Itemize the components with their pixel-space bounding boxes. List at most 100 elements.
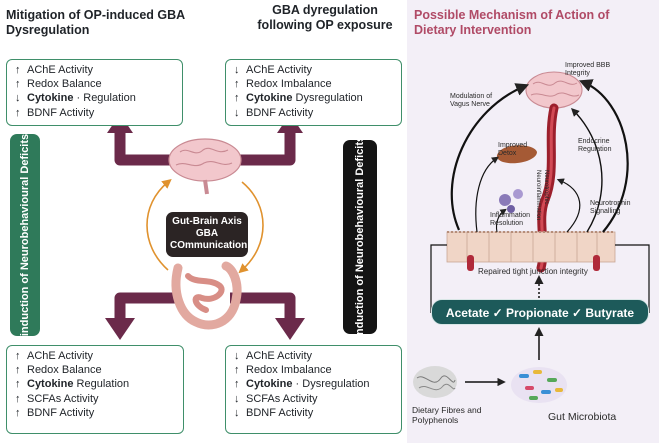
up-arrow-icon: ↑ — [15, 78, 21, 91]
up-arrow-icon: ↑ — [15, 378, 21, 391]
immune-cell-icon — [499, 189, 523, 213]
label-vessel-neurotrophic-text: Neurotrophic — [543, 170, 549, 205]
label-neurotrophin-line1: Neurotrophin — [590, 200, 631, 207]
down-arrow-icon: ↓ — [234, 106, 240, 119]
box-top-left-line-2: ↑ Redox Balance — [15, 77, 174, 91]
mechanism-title: Possible Mechanism of Action of Dietary … — [414, 8, 654, 38]
label-bbb-line2: Integrity — [565, 70, 590, 77]
up-arrow-icon: ↑ — [15, 64, 21, 76]
label-dietary: Dietary Fibres and Polyphenols — [412, 405, 481, 425]
line-text: Redox Balance — [27, 78, 102, 91]
orange-arrow-right — [238, 181, 264, 274]
box-bottom-left-line-5: ↑ BDNF Activity — [15, 406, 175, 420]
up-arrow-icon: ↑ — [15, 406, 21, 419]
line-text: BDNF Activity — [246, 106, 314, 119]
right-deficits-text: induction of Neurobehavioural Deficits — [354, 140, 366, 334]
line-text: BDNF Activity — [27, 406, 95, 419]
arrow-endocrine — [571, 108, 603, 233]
mechanism-graphics — [413, 71, 650, 403]
orange-arrow-left — [146, 178, 172, 271]
line-text: Redox Balance — [27, 364, 102, 377]
label-dietary-line2: Polyphenols — [412, 415, 459, 425]
mechanism-title-line1: Possible Mechanism of Action of — [414, 8, 610, 22]
line-bold-text: Cytokine — [27, 92, 74, 105]
label-endocrine-line1: Endocrine — [578, 138, 610, 145]
box-bottom-right-line-2: ↑ Redox Imbalance — [234, 363, 393, 377]
box-bottom-right-line-4: ↓SCFAs Activity — [234, 392, 393, 406]
line-text: AChE Activity — [246, 64, 313, 76]
box-bottom-right-line-5: ↓ BDNF Activity — [234, 406, 393, 420]
brain-illustration — [168, 138, 242, 195]
arrow-scfa-left — [430, 244, 447, 313]
down-arrow-icon: ↓ — [234, 64, 240, 76]
label-neurotrophin: Neurotrophin Signalling — [590, 200, 630, 216]
line-bold-text: Cytokine — [27, 378, 74, 391]
right-deficits-bar: induction of Neurobehavioural Deficits — [343, 140, 377, 334]
title-dysregulation-line2: following OP exposure — [257, 18, 393, 32]
label-endocrine-line2: Regulation — [578, 146, 612, 153]
label-vessel-neurotrophic: Neurotrophic — [542, 170, 550, 204]
line-text: AChE Activity — [246, 350, 313, 362]
up-arrow-icon: ↑ — [15, 364, 21, 377]
line-text: SCFAs Activity — [246, 392, 318, 405]
gba-line-2: GBA — [195, 228, 219, 239]
line-text: · Dysregulation — [292, 378, 370, 391]
down-arrow-icon: ↓ — [234, 350, 240, 362]
box-top-right: ↓ AChE Activity ↑Redox Imbalance ↑ Cytokin… — [225, 59, 402, 126]
line-text: AChE Activity — [27, 350, 94, 362]
box-bottom-right-line-1: ↓ AChE Activity — [234, 349, 393, 363]
down-arrow-icon: ↓ — [234, 406, 240, 419]
up-arrow-icon: ↑ — [234, 78, 240, 91]
label-vagus-line2: Vagus Nerve — [450, 101, 490, 108]
arrow-top-left — [114, 130, 185, 166]
label-vagus: Modulation of Vagus Nerve — [450, 93, 492, 109]
arrow-bbb — [578, 79, 629, 233]
up-arrow-icon: ↑ — [234, 364, 240, 377]
arrow-top-right — [225, 130, 296, 166]
gut-epithelium — [446, 231, 616, 271]
line-text: Dysregulation — [292, 92, 363, 105]
label-tight-junction: Repaired tight junction integrity — [478, 268, 588, 276]
line-text: Redox Imbalance — [246, 364, 332, 377]
up-arrow-icon: ↑ — [234, 378, 240, 391]
line-text: Regulation — [73, 378, 130, 391]
label-inflammation-line1: Inflammation — [490, 212, 531, 219]
gba-line-3: COmmunication — [170, 240, 248, 251]
scfa-box: Acetate ✓ Propionate ✓ Butyrate — [431, 299, 649, 325]
line-text: BDNF Activity — [246, 406, 314, 419]
gba-box: Gut-Brain Axis GBA COmmunication — [166, 212, 248, 257]
box-top-left-line-1: ↑ AChE Activity — [15, 63, 174, 77]
arrow-inflammation — [495, 208, 507, 233]
label-microbiota-text: Gut Microbiota — [548, 411, 617, 423]
up-arrow-icon: ↑ — [15, 106, 21, 119]
up-arrow-icon: ↑ — [15, 350, 21, 362]
arrowhead-bottom-left — [105, 318, 135, 340]
up-arrow-icon: ↑ — [234, 92, 240, 105]
arrow-neurotrophin — [556, 178, 581, 233]
box-bottom-left-line-3: ↑ Cytokine Regulation — [15, 377, 175, 391]
label-inflammation: Inflammation Resolution — [490, 212, 530, 228]
box-top-right-line-4: ↓ BDNF Activity — [234, 106, 393, 120]
box-top-right-line-2: ↑Redox Imbalance — [234, 77, 393, 91]
title-mitigation: Mitigation of OP-induced GBA Dysregulati… — [6, 8, 266, 38]
label-dietary-line1: Dietary Fibres and — [412, 405, 482, 415]
line-text: SCFAs Activity — [27, 392, 99, 405]
box-bottom-right-line-3: ↑Cytokine · Dysregulation — [234, 377, 393, 391]
box-top-right-line-1: ↓ AChE Activity — [234, 63, 393, 77]
gut-illustration — [171, 261, 242, 330]
mechanism-title-line2: Dietary Intervention — [414, 23, 532, 37]
label-bbb: Improved BBB Integrity — [565, 62, 610, 78]
arrow-detox — [475, 156, 499, 233]
title-dysregulation: GBA dyregulation following OP exposure — [250, 3, 400, 33]
box-top-left-line-3: ↓Cytokine · Regulation — [15, 91, 174, 105]
down-arrow-icon: ↓ — [15, 92, 21, 105]
label-endocrine: Endocrine Regulation — [578, 138, 611, 154]
line-text: AChE Activity — [27, 64, 94, 76]
line-text: BDNF Activity — [27, 106, 95, 119]
label-inflammation-line2: Resolution — [490, 220, 524, 227]
scfa-text: Acetate ✓ Propionate ✓ Butyrate — [445, 306, 635, 320]
line-bold-text: Cytokine — [246, 92, 293, 105]
gba-line-1: Gut-Brain Axis — [172, 216, 242, 227]
label-tight-junction-text: Repaired tight junction integrity — [478, 267, 588, 276]
